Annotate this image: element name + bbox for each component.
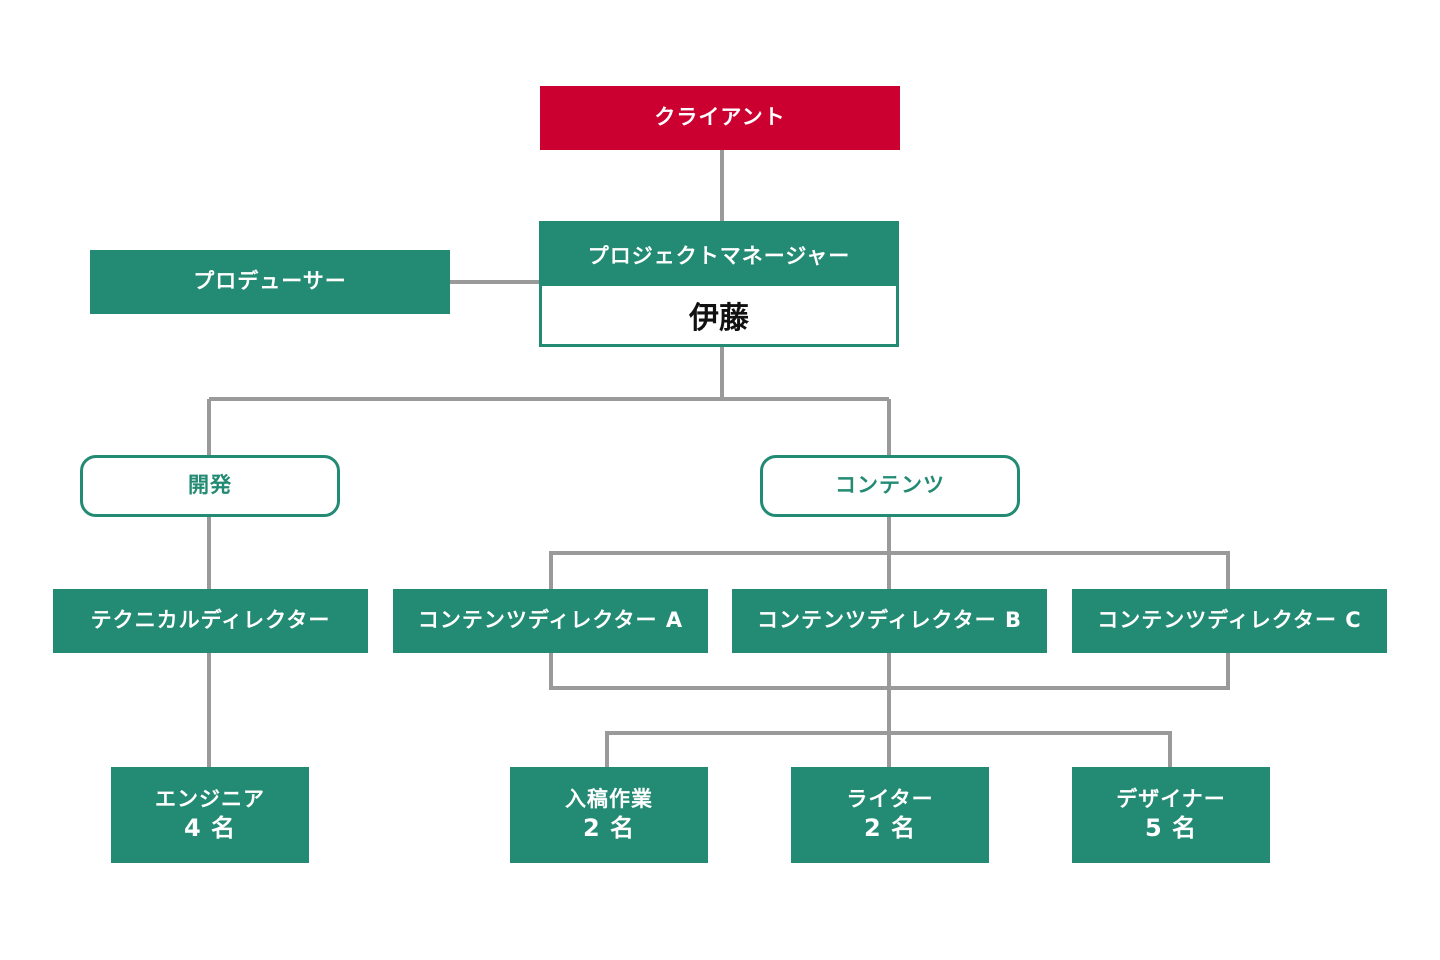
project-manager-box: プロジェクトマネージャー 伊藤 xyxy=(539,221,899,347)
designer-count: 5 名 xyxy=(1144,814,1198,843)
content-director-a-label: コンテンツディレクター A xyxy=(417,608,684,633)
engineer-team-box: エンジニア 4 名 xyxy=(111,767,309,863)
designer-role: デザイナー xyxy=(1116,786,1226,811)
writer-count: 2 名 xyxy=(863,814,917,843)
department-contents: コンテンツ xyxy=(760,455,1020,517)
client-label: クライアント xyxy=(654,105,786,130)
technical-director-label: テクニカルディレクター xyxy=(90,608,331,633)
designer-team-box: デザイナー 5 名 xyxy=(1072,767,1270,863)
content-director-b-label: コンテンツディレクター B xyxy=(756,608,1022,633)
project-manager-name: 伊藤 xyxy=(689,301,749,336)
submission-count: 2 名 xyxy=(582,814,636,843)
project-manager-title: プロジェクトマネージャー xyxy=(542,224,896,286)
department-contents-label: コンテンツ xyxy=(835,473,945,498)
submission-role: 入稿作業 xyxy=(565,786,653,811)
content-director-a-box: コンテンツディレクター A xyxy=(393,589,708,653)
producer-label: プロデューサー xyxy=(193,269,347,294)
content-director-b-box: コンテンツディレクター B xyxy=(732,589,1047,653)
department-development: 開発 xyxy=(80,455,340,517)
content-director-c-box: コンテンツディレクター C xyxy=(1072,589,1387,653)
department-development-label: 開発 xyxy=(188,473,232,498)
client-box: クライアント xyxy=(540,86,900,150)
submission-team-box: 入稿作業 2 名 xyxy=(510,767,708,863)
writer-role: ライター xyxy=(846,786,934,811)
producer-box: プロデューサー xyxy=(90,250,450,314)
technical-director-box: テクニカルディレクター xyxy=(53,589,368,653)
engineer-role: エンジニア xyxy=(155,786,265,811)
writer-team-box: ライター 2 名 xyxy=(791,767,989,863)
content-director-c-label: コンテンツディレクター C xyxy=(1097,608,1362,633)
engineer-count: 4 名 xyxy=(183,814,237,843)
